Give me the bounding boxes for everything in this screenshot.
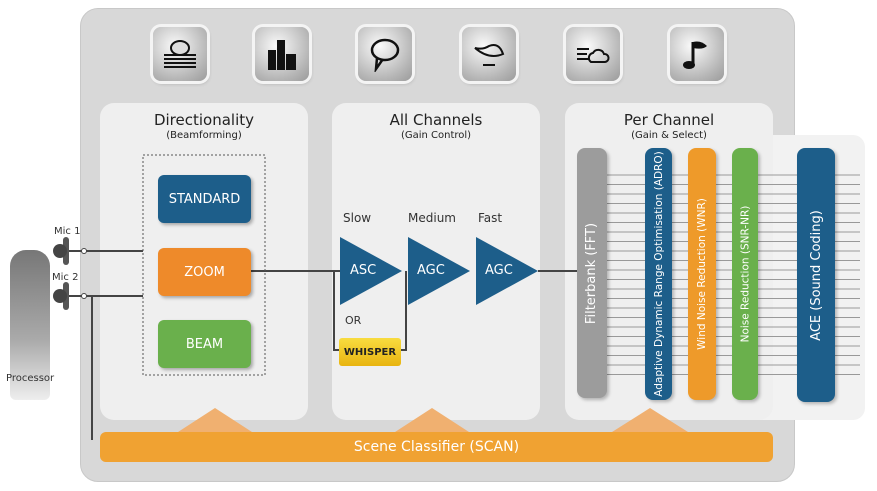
mic2-label: Mic 2	[52, 272, 79, 283]
adro-block: Adaptive Dynamic Range Optimisation (ADR…	[645, 148, 672, 400]
snr-nr-label: Noise Reduction (SNR-NR)	[739, 205, 752, 343]
wnr-label: Wind Noise Reduction (WNR)	[696, 198, 708, 350]
all-channels-title: All Channels	[389, 111, 483, 129]
wnr-block: Wind Noise Reduction (WNR)	[688, 148, 716, 400]
per-channel-title: Per Channel	[623, 111, 715, 129]
speech-icon	[358, 27, 412, 81]
standard-mode[interactable]: STANDARD	[158, 175, 251, 223]
asc-stage: ASC	[350, 263, 377, 278]
music-icon	[670, 27, 724, 81]
scene-classifier-bar: Scene Classifier (SCAN)	[100, 432, 773, 462]
quiet-icon	[462, 27, 516, 81]
zoom-mode[interactable]: ZOOM	[158, 248, 251, 296]
ace-label: ACE (Sound Coding)	[808, 209, 824, 341]
speed-medium: Medium	[408, 211, 456, 225]
mic1-label: Mic 1	[54, 226, 81, 237]
all-channels-subtitle: (Gain Control)	[400, 130, 472, 141]
beam-mode[interactable]: BEAM	[158, 320, 251, 368]
speed-slow: Slow	[343, 211, 372, 225]
filterbank-block: Filterbank (FFT)	[577, 148, 607, 398]
per-channel-subtitle: (Gain & Select)	[631, 130, 707, 141]
noise-icon	[255, 27, 309, 81]
directionality-title: Directionality	[153, 111, 255, 129]
whisper-block[interactable]: WHISPER	[339, 338, 401, 366]
or-label: OR	[345, 314, 362, 327]
adro-label: Adaptive Dynamic Range Optimisation (ADR…	[652, 151, 665, 397]
filterbank-label: Filterbank (FFT)	[584, 222, 600, 324]
ace-block: ACE (Sound Coding)	[797, 148, 835, 402]
agc-medium-stage: AGC	[417, 263, 445, 278]
processor-label: Processor	[6, 373, 55, 384]
snr-nr-block: Noise Reduction (SNR-NR)	[732, 148, 758, 400]
wind-icon	[566, 27, 620, 81]
directionality-subtitle: (Beamforming)	[166, 130, 242, 141]
processor-image	[10, 250, 50, 400]
speed-fast: Fast	[478, 211, 503, 225]
speech-in-noise-icon	[153, 27, 207, 81]
agc-fast-stage: AGC	[485, 263, 513, 278]
